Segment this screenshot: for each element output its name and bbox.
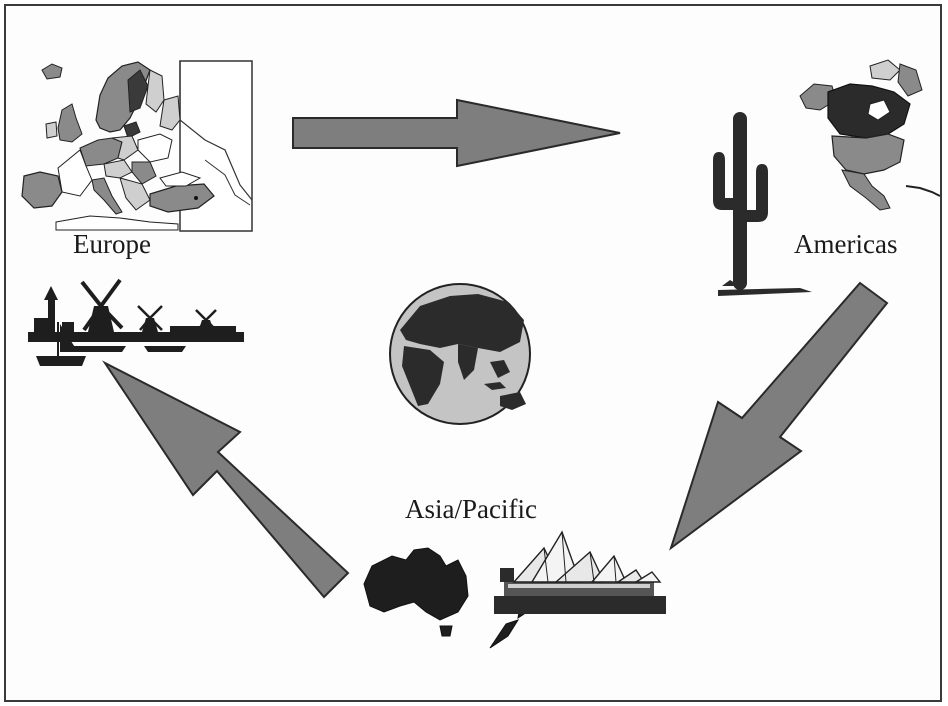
arrow-europe-to-americas — [292, 98, 621, 168]
windmills-icon — [28, 278, 244, 366]
arrow-americas-to-asia-pacific — [669, 281, 889, 551]
americas-map-icon — [799, 59, 941, 211]
europe-map-icon — [21, 60, 253, 232]
cactus-icon — [713, 112, 812, 296]
australia-map-icon — [363, 547, 529, 649]
globe-icon — [389, 283, 531, 425]
opera-house-icon — [494, 530, 666, 614]
region-label-americas: Americas — [794, 229, 898, 259]
arrow-asia-pacific-to-europe — [102, 360, 350, 599]
region-label-europe: Europe — [73, 229, 151, 259]
region-label-asia-pacific: Asia/Pacific — [405, 494, 537, 524]
